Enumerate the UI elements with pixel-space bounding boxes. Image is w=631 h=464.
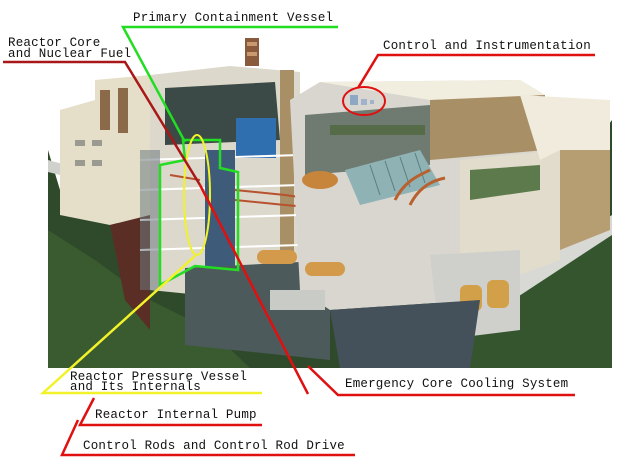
stack xyxy=(245,38,259,66)
label-internal-pump: Reactor Internal Pump xyxy=(95,408,257,422)
label-rpv-line2: and Its Internals xyxy=(70,380,201,394)
label-eccs: Emergency Core Cooling System xyxy=(345,377,569,391)
control-room-outline xyxy=(342,86,386,116)
leader-rpv xyxy=(39,255,262,395)
label-control-rods: Control Rods and Control Rod Drive xyxy=(83,439,345,453)
leader-internal-pump xyxy=(77,397,262,427)
reactor-building xyxy=(139,66,330,360)
leader-lines xyxy=(3,25,595,457)
label-rpv-line1: Reactor Pressure Vessel xyxy=(70,370,248,384)
leader-eccs xyxy=(307,365,575,397)
control-room-equipment xyxy=(350,95,374,105)
leader-primary-containment xyxy=(120,25,338,143)
leader-control-rods xyxy=(60,419,355,457)
label-control-instrumentation: Control and Instrumentation xyxy=(383,39,591,53)
auxiliary-building xyxy=(60,75,150,330)
label-primary-containment-vessel: Primary Containment Vessel xyxy=(133,11,334,25)
leader-control-instrumentation xyxy=(356,53,595,89)
annex-building xyxy=(330,95,610,368)
pressure-vessel-outline xyxy=(183,134,211,256)
containment-outline xyxy=(158,138,240,288)
label-reactor-core-line1: Reactor Core xyxy=(8,36,101,50)
leader-reactor-core xyxy=(3,60,202,186)
label-reactor-core-line2: and Nuclear Fuel xyxy=(8,47,132,61)
